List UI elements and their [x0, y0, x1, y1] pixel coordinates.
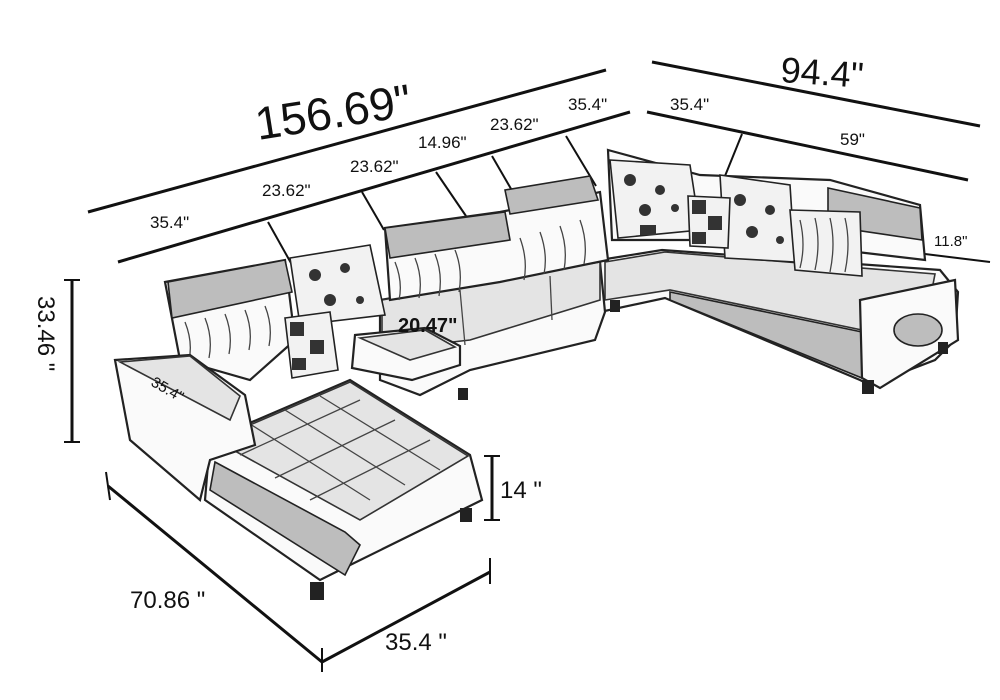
- middle-headrest: [384, 211, 511, 259]
- chaise-length-line: [107, 484, 323, 664]
- segment-label-4: 14.96": [418, 133, 467, 152]
- table-depth-label: 20.47": [398, 315, 458, 337]
- backrest-ruffle: [394, 219, 586, 301]
- chaise-length-tick: [105, 471, 111, 501]
- sofa-leg: [460, 508, 472, 522]
- chaise-front: [209, 460, 361, 577]
- right-segment-label-1: 35.4": [670, 95, 709, 114]
- right-segment-label-2: 59": [840, 130, 865, 149]
- patterned-pillow: [719, 174, 796, 263]
- chaise-length-label: 70.86 ": [130, 587, 205, 614]
- segment-tick: [435, 171, 467, 217]
- left-backrest-ruffle: [184, 305, 271, 361]
- sofa-leg: [458, 388, 468, 400]
- segment-label-5: 23.62": [490, 115, 539, 134]
- segment-tick: [361, 191, 385, 231]
- chaise-seat: [213, 381, 470, 521]
- segment-label-2: 23.62": [262, 181, 311, 200]
- sofa-leg: [610, 300, 620, 312]
- patterned-pillow: [289, 244, 386, 326]
- segment-label-6: 35.4": [568, 95, 607, 114]
- total-width-label: 156.69": [251, 74, 414, 150]
- chaise-width-label: 35.4 ": [385, 629, 447, 656]
- checkered-pillow: [687, 195, 731, 249]
- armrest-pocket: [893, 313, 943, 347]
- chaise-tufting: [239, 395, 441, 501]
- left-headrest: [167, 259, 293, 319]
- chaise-width-line: [321, 570, 491, 664]
- segment-baseline-left: [117, 110, 631, 264]
- segment-label-1: 35.4": [150, 213, 189, 232]
- armrest-label: 11.8": [934, 233, 967, 250]
- chaise-armrest-top: [117, 355, 241, 422]
- segment-tick: [491, 155, 515, 195]
- segment-label-3: 23.62": [350, 157, 399, 176]
- console-table-top: [357, 329, 458, 361]
- right-width-line: [651, 60, 981, 128]
- sofa-leg: [310, 582, 324, 600]
- right-width-label: 94.4": [779, 49, 865, 96]
- height-label: 33.46 ": [32, 296, 59, 371]
- dimension-lines: [64, 60, 991, 672]
- sofa-leg: [862, 380, 874, 394]
- segment-baseline-right: [646, 110, 969, 182]
- striped-pillow: [789, 209, 863, 277]
- checkered-pillow: [284, 311, 339, 379]
- segment-tick: [724, 133, 743, 177]
- patterned-pillow: [609, 159, 701, 239]
- sofa-illustration: [113, 148, 960, 600]
- total-width-line: [87, 68, 607, 214]
- sofa-leg: [938, 342, 948, 354]
- seat-height-label: 14 ": [500, 477, 542, 504]
- armrest-line: [924, 253, 991, 263]
- tall-headrest: [504, 175, 600, 215]
